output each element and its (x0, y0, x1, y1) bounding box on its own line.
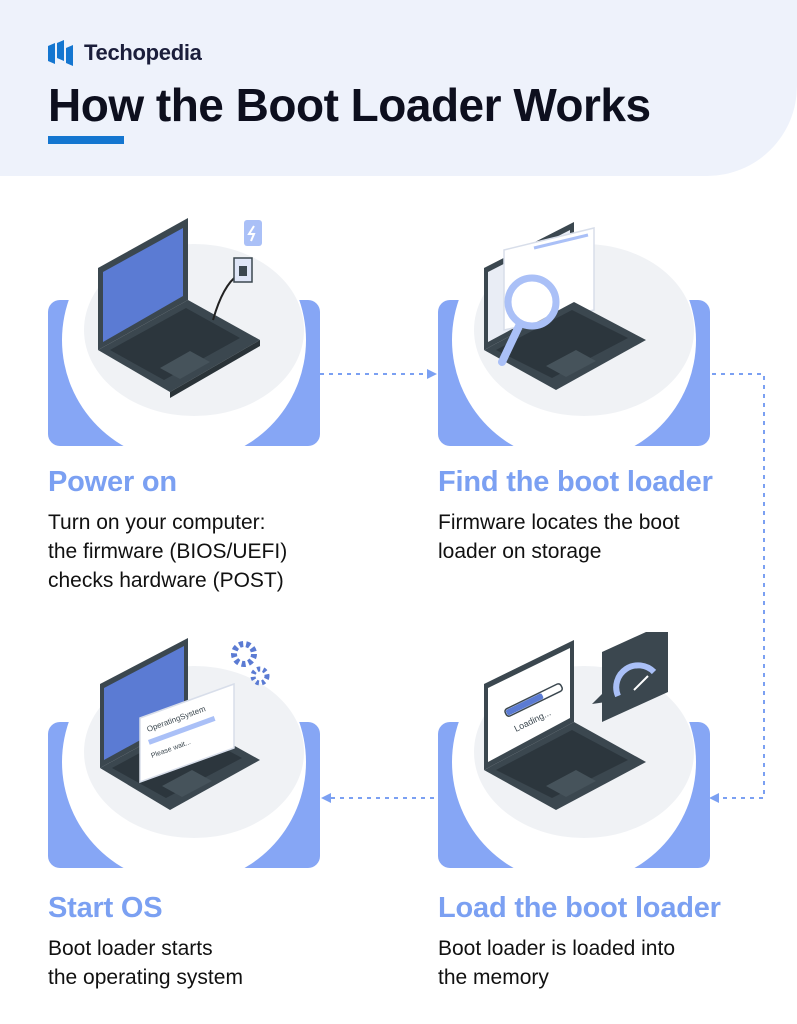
techopedia-logo-icon (48, 40, 73, 66)
laptop-power-plug-icon (98, 218, 262, 398)
step-4-line: the operating system (48, 966, 243, 989)
step-1-illustration (48, 218, 320, 450)
arrowhead-1 (427, 369, 437, 379)
step-1-line: the firmware (BIOS/UEFI) (48, 540, 288, 563)
laptop-loading-gauge-icon: Loading... (484, 632, 668, 810)
connector-2-to-3 (712, 373, 765, 799)
header-banner (0, 0, 797, 176)
step-3-illustration: Loading... (438, 632, 710, 872)
step-3-title: Load the boot loader (438, 892, 721, 924)
step-3-description: Boot loader is loaded into the memory (438, 934, 675, 992)
laptop-os-gears-icon: OperatingSystem Please wait... (100, 638, 270, 810)
page-title: How the Boot Loader Works (48, 79, 651, 131)
step-4-illustration: OperatingSystem Please wait... (48, 638, 320, 872)
step-1-line: checks hardware (POST) (48, 569, 284, 592)
step-2-illustration (438, 218, 710, 450)
step-1-line: Turn on your computer: (48, 511, 266, 534)
step-4-line: Boot loader starts (48, 937, 213, 960)
laptop-magnifier-icon (484, 222, 646, 390)
brand-logo[interactable]: Techopedia (48, 40, 202, 66)
brand-name: Techopedia (84, 40, 202, 65)
arrowhead-3 (321, 793, 331, 803)
step-2-line: loader on storage (438, 540, 602, 563)
step-4-description: Boot loader starts the operating system (48, 934, 243, 992)
step-2-description: Firmware locates the boot loader on stor… (438, 508, 680, 566)
step-1-title: Power on (48, 466, 177, 498)
step-4-title: Start OS (48, 892, 163, 924)
step-2-title: Find the boot loader (438, 466, 713, 498)
step-2-line: Firmware locates the boot (438, 511, 680, 534)
title-underline (48, 136, 124, 144)
arrowhead-2 (709, 793, 719, 803)
step-1-description: Turn on your computer: the firmware (BIO… (48, 508, 287, 595)
step-3-line: Boot loader is loaded into (438, 937, 675, 960)
step-3-line: the memory (438, 966, 549, 989)
